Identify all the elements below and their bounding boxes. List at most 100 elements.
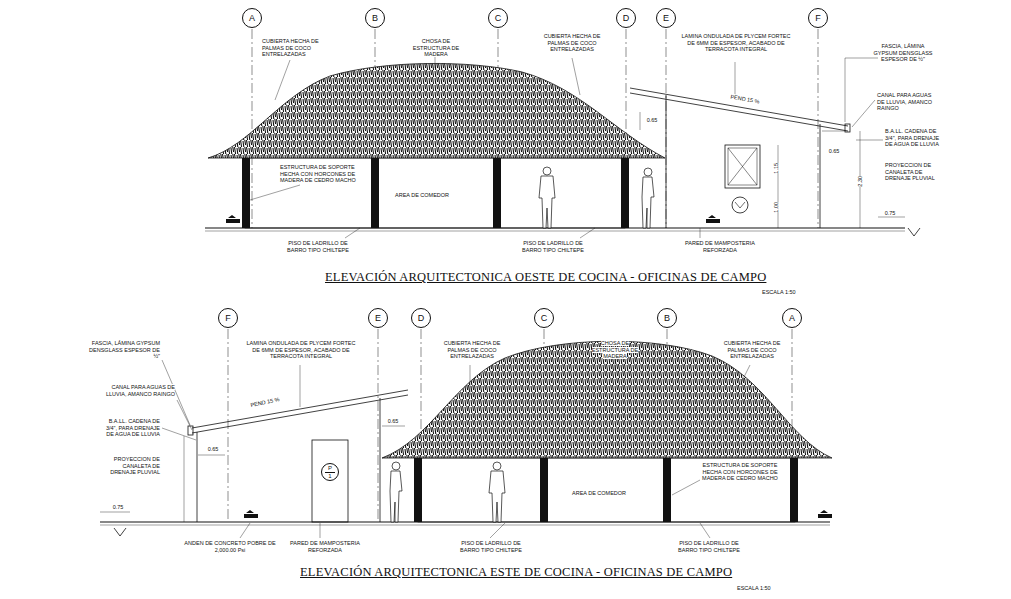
label-holder: PROYECCION DE CANALETA DE DRENAJE PLUVIA… <box>885 162 941 182</box>
annotation-label: CANAL PARA AGUAS DE LLUVIA, AMANCO RAING… <box>877 92 932 111</box>
grid-bubble: F <box>808 8 828 28</box>
grid-bubble: E <box>368 308 388 328</box>
grid-letter: B <box>372 14 378 23</box>
label-holder: ESTRUCTURA DE SOPORTE HECHA CON HORCONES… <box>700 462 780 482</box>
grid-bubble: B <box>657 308 677 328</box>
grid-letter: F <box>225 314 231 323</box>
annotation-label: ESTRUCTURA DE SOPORTE HECHA CON HORCONES… <box>702 462 778 481</box>
label-holder: FASCIA, LÁMINA GYPSUM DENSGLASS ESPESOR … <box>872 43 934 63</box>
label-holder: ESCALA 1:50 <box>737 585 797 592</box>
annotation-label: 0.65 <box>208 446 219 452</box>
annotation-label: AREA DE COMEDOR <box>395 192 449 198</box>
grid-letter: D <box>418 314 425 323</box>
label-holder: CHOSA DE ESTRUCTURA DE MADERA <box>405 38 467 58</box>
annotation-label: 1.00 <box>773 202 779 213</box>
annotation-label: FASCIA, LÁMINA GYPSUM DENSGLASS ESPESOR … <box>874 43 933 62</box>
annotation-label: ESCALA 1:50 <box>737 585 771 591</box>
annotation-label: ANDEN DE CONCRETO POBRE DE 2,000.00 Psi <box>184 540 275 553</box>
label-holder: PISO DE LADRILLO DE BARRO TIPO CHILTEPE <box>285 240 351 253</box>
grid-bubble: E <box>656 8 676 28</box>
label-holder: ESTRUCTURA DE SOPORTE HECHA CON HORCONES… <box>280 164 362 184</box>
annotation-label: CHOSA DE ESTRUCTURA DE MADERA <box>592 340 638 359</box>
grid-letter: B <box>664 314 670 323</box>
grid-bubble: D <box>616 8 636 28</box>
grid-letter: P <box>325 465 335 473</box>
annotation-label: FASCIA, LÁMINA GYPSUM DENSGLASS ESPESOR … <box>89 340 160 359</box>
label-holder: PISO DE LADRILLO DE BARRO TIPO CHILTEPE <box>676 540 742 553</box>
label-holder: PEND 15 % <box>725 93 766 106</box>
label-holder: 0.75 <box>108 504 128 511</box>
grid-letter: A <box>249 14 255 23</box>
annotation-label: ESTRUCTURA DE SOPORTE HECHA CON HORCONES… <box>280 164 356 183</box>
grid-bubble: C <box>534 308 554 328</box>
label-holder: ELEVACIÓN ARQUITECTONICA OESTE DE COCINA… <box>325 270 766 285</box>
label-holder: ESCALA 1:50 <box>762 289 822 296</box>
annotation-label: CUBIERTA HECHA DE PALMAS DE COCO ENTRELA… <box>444 340 501 359</box>
grid-bubble: A <box>782 308 802 328</box>
annotation-label: CANAL PARA AGUAS DE LLUVIA, AMANCO RAING… <box>106 384 175 397</box>
grid-letter: E <box>375 314 381 323</box>
annotation-label: 0.75 <box>113 504 124 510</box>
annotation-label: 2.30 <box>857 176 863 187</box>
annotation-label: LAMINA ONDULADA DE PLYCEM FORTEC DE 6MM … <box>682 33 791 52</box>
annotation-label: 0.65 <box>647 117 658 123</box>
label-holder: 0.65 <box>203 446 223 453</box>
annotation-label: PEND 15 % <box>730 93 760 104</box>
annotation-label: B.A.LL. CADENA DE 3/4", PARA DRENAJE DE … <box>106 418 160 437</box>
label-holder: PISO DE LADRILLO DE BARRO TIPO CHILTEPE <box>458 540 524 553</box>
grid-bubble: B <box>365 8 385 28</box>
annotation-label: AREA DE COMEDOR <box>572 490 626 496</box>
label-holder: CHOSA DE ESTRUCTURA DE MADERA <box>584 340 646 360</box>
label-holder: B.A.LL. CADENA DE 3/4", PARA DRENAJE DE … <box>100 418 160 438</box>
annotation-label: B.A.LL. CADENA DE 3/4", PARA DRENAJE DE … <box>885 128 939 147</box>
annotation-label: CHOSA DE ESTRUCTURA DE MADERA <box>413 38 459 57</box>
grid-letter: C <box>541 314 548 323</box>
annotation-label: CUBIERTA HECHA DE PALMAS DE COCO ENTRELA… <box>544 33 601 52</box>
grid-bubble: A <box>242 8 262 28</box>
label-holder: LAMINA ONDULADA DE PLYCEM FORTEC DE 6MM … <box>680 33 792 53</box>
grid-letter: E <box>663 14 669 23</box>
annotation-label: CUBIERTA HECHA DE PALMAS DE COCO ENTRELA… <box>262 38 319 57</box>
grid-bubble: D <box>411 308 431 328</box>
annotation-label: PEND 15 % <box>250 396 280 408</box>
annotation-label: 0.65 <box>829 148 840 154</box>
door-tag: P1 <box>321 463 339 481</box>
annotation-label: CUBIERTA HECHA DE PALMAS DE COCO ENTRELA… <box>724 340 781 359</box>
label-holder: AREA DE COMEDOR <box>395 192 475 199</box>
grid-letter: A <box>789 314 795 323</box>
annotation-label: PARED DE MAMPOSTERIA REFORZADA <box>290 540 360 553</box>
label-holder: 0.65 <box>824 148 844 155</box>
label-holder: CUBIERTA HECHA DE PALMAS DE COCO ENTRELA… <box>438 340 506 360</box>
drawing-title: ELEVACIÓN ARQUITECTONICA ESTE DE COCINA … <box>300 565 732 579</box>
annotation-label: 0.75 <box>885 210 896 216</box>
label-holder: CANAL PARA AGUAS DE LLUVIA, AMANCO RAING… <box>877 92 939 112</box>
annotation-label: PROYECCION DE CANALETA DE DRENAJE PLUVIA… <box>110 456 160 475</box>
grid-bubble: C <box>488 8 508 28</box>
label-holder: 1.15 <box>773 158 780 178</box>
label-holder: 0.65 <box>383 418 403 425</box>
annotation-label: ESCALA 1:50 <box>762 289 796 295</box>
label-holder: PROYECCION DE CANALETA DE DRENAJE PLUVIA… <box>100 456 160 476</box>
label-holder: 0.65 <box>642 117 662 124</box>
annotation-label: PISO DE LADRILLO DE BARRO TIPO CHILTEPE <box>522 240 584 253</box>
label-holder: 1.00 <box>773 197 780 217</box>
label-holder: 2.30 <box>857 171 864 191</box>
annotation-label: PROYECCION DE CANALETA DE DRENAJE PLUVIA… <box>885 162 935 181</box>
grid-letter: 1 <box>328 473 331 479</box>
label-holder: 0.75 <box>880 210 900 217</box>
label-holder: PISO DE LADRILLO DE BARRO TIPO CHILTEPE <box>520 240 586 253</box>
annotation-label: PISO DE LADRILLO DE BARRO TIPO CHILTEPE <box>678 540 740 553</box>
label-holder: ANDEN DE CONCRETO POBRE DE 2,000.00 Psi <box>180 540 280 553</box>
label-holder: FASCIA, LÁMINA GYPSUM DENSGLASS ESPESOR … <box>88 340 160 360</box>
label-holder: CUBIERTA HECHA DE PALMAS DE COCO ENTRELA… <box>718 340 786 360</box>
label-holder: B.A.LL. CADENA DE 3/4", PARA DRENAJE DE … <box>885 128 941 148</box>
grid-letter: F <box>815 14 821 23</box>
annotation-label: 0.65 <box>388 418 399 424</box>
label-holder: CUBIERTA HECHA DE PALMAS DE COCO ENTRELA… <box>538 33 606 53</box>
annotation-label: LAMINA ONDULADA DE PLYCEM FORTEC DE 6MM … <box>247 340 356 359</box>
grid-letter: C <box>495 14 502 23</box>
grid-letter: D <box>623 14 630 23</box>
annotation-label: 1.15 <box>773 163 779 174</box>
